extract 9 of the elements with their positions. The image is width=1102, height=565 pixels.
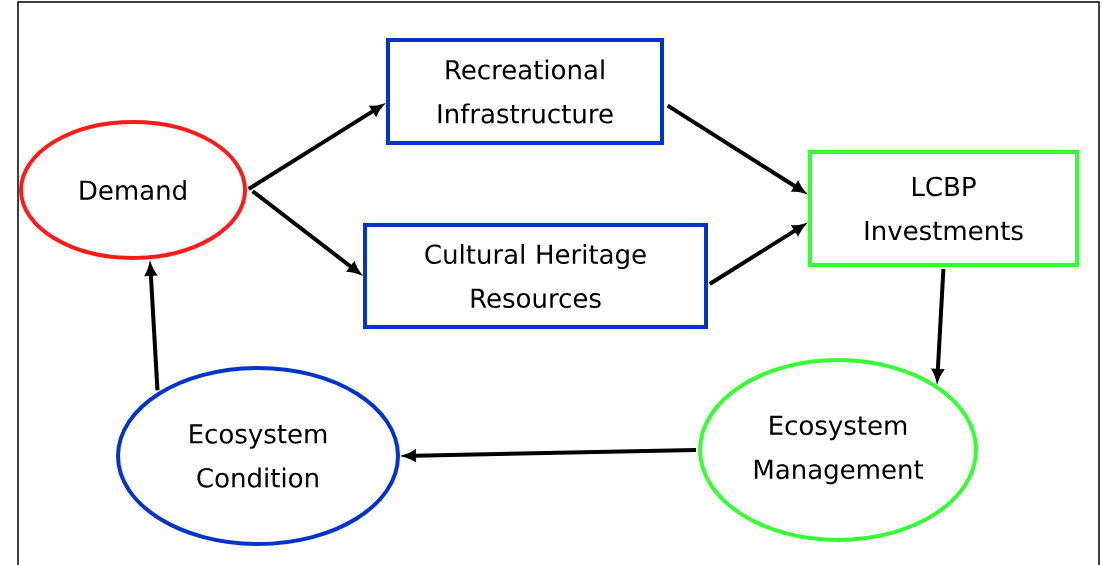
ellipse-node: Demand (19, 120, 247, 260)
arrow (708, 223, 805, 286)
process-box: LCBP Investments (808, 150, 1079, 267)
process-box: Recreational Infrastructure (386, 38, 664, 145)
process-box: Cultural Heritage Resources (363, 223, 708, 329)
arrow (251, 189, 361, 275)
ellipse-node: Ecosystem Condition (116, 366, 400, 546)
ellipse-node: Ecosystem Management (698, 358, 978, 542)
arrow (666, 103, 805, 194)
